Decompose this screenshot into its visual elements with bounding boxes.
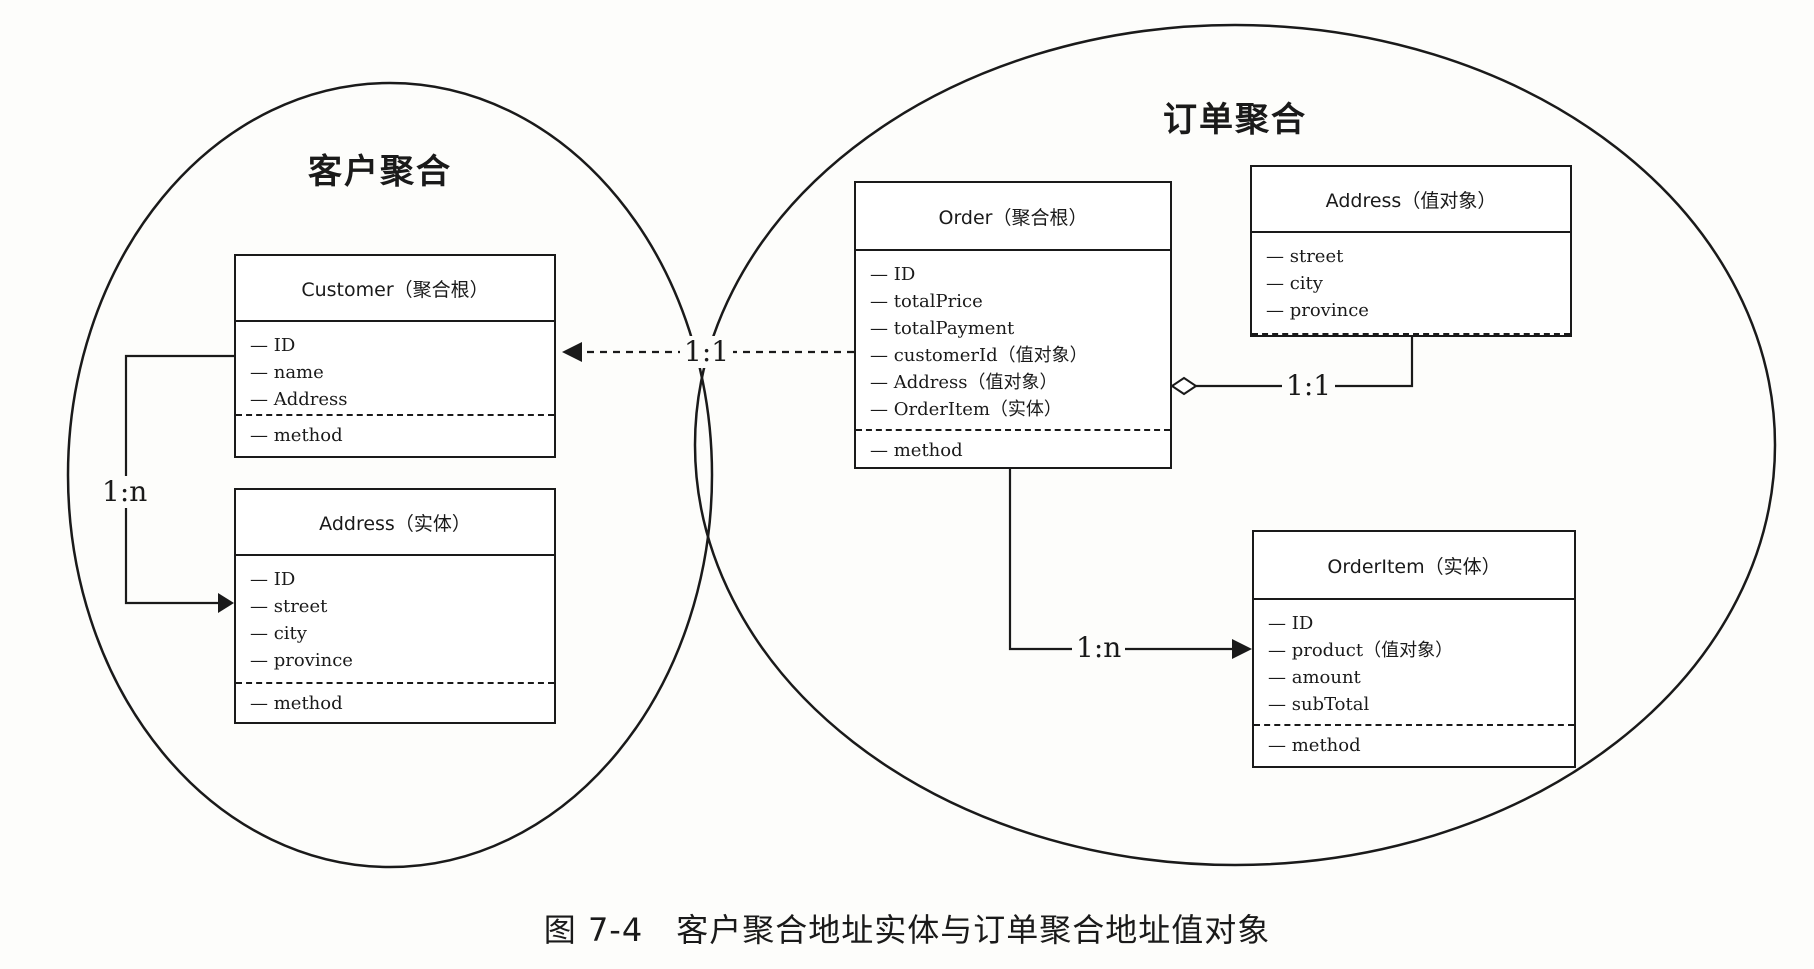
aggregation-diamond bbox=[1170, 376, 1198, 396]
order-aggregate-title: 订单聚合 bbox=[1163, 100, 1307, 140]
order-aggregate-boundary bbox=[693, 23, 1777, 867]
order-customer-multiplicity: 1:1 bbox=[680, 336, 734, 368]
order-root-attr: — totalPrice bbox=[870, 291, 983, 312]
customer-root-methods: — method bbox=[236, 416, 554, 455]
order-root-attr: — customerId（值对象） bbox=[870, 345, 1088, 366]
order-address-class[interactable]: Address（值对象） — street — city — province bbox=[1250, 165, 1572, 337]
order-root-methods: — method bbox=[856, 431, 1170, 470]
order-root-attr: — OrderItem（实体） bbox=[870, 399, 1062, 420]
order-address-attr: — street bbox=[1266, 246, 1344, 267]
customer-root-attr: — name bbox=[250, 362, 324, 383]
customer-address-attr: — ID bbox=[250, 569, 296, 590]
customer-aggregate-boundary bbox=[66, 81, 714, 869]
customer-address-class[interactable]: Address（实体） — ID — street — city — provi… bbox=[234, 488, 556, 724]
customer-root-method: — method bbox=[250, 425, 343, 446]
order-address-multiplicity: 1:1 bbox=[1282, 370, 1336, 402]
order-orderitem-connector bbox=[1008, 469, 1232, 651]
order-root-header: Order（聚合根） bbox=[856, 183, 1170, 251]
order-address-attributes: — street — city — province bbox=[1252, 233, 1570, 335]
order-root-class[interactable]: Order（聚合根） — ID — totalPrice — totalPaym… bbox=[854, 181, 1172, 469]
orderitem-method: — method bbox=[1268, 735, 1361, 756]
order-customer-arrowhead bbox=[562, 342, 582, 362]
customer-address-arrowhead bbox=[218, 593, 234, 613]
orderitem-attr: — ID bbox=[1268, 613, 1314, 634]
order-orderitem-multiplicity: 1:n bbox=[1072, 632, 1126, 664]
order-address-attr: — city bbox=[1266, 273, 1323, 294]
order-root-attr: — ID bbox=[870, 264, 916, 285]
customer-root-class[interactable]: Customer（聚合根） — ID — name — Address — me… bbox=[234, 254, 556, 458]
orderitem-attr: — subTotal bbox=[1268, 694, 1370, 715]
customer-address-attributes: — ID — street — city — province bbox=[236, 556, 554, 684]
customer-aggregate-title: 客户聚合 bbox=[308, 152, 452, 192]
figure-caption: 图 7-4 客户聚合地址实体与订单聚合地址值对象 bbox=[543, 911, 1271, 949]
order-root-attributes: — ID — totalPrice — totalPayment — custo… bbox=[856, 251, 1170, 431]
orderitem-header: OrderItem（实体） bbox=[1254, 532, 1574, 600]
customer-root-attr: — ID bbox=[250, 335, 296, 356]
order-root-attr: — totalPayment bbox=[870, 318, 1015, 339]
customer-address-header: Address（实体） bbox=[236, 490, 554, 556]
customer-address-method: — method bbox=[250, 693, 343, 714]
orderitem-attr: — product（值对象） bbox=[1268, 640, 1454, 661]
orderitem-attr: — amount bbox=[1268, 667, 1361, 688]
order-orderitem-arrowhead bbox=[1232, 639, 1252, 659]
order-root-method: — method bbox=[870, 440, 963, 461]
order-address-attr: — province bbox=[1266, 300, 1369, 321]
order-address-connector bbox=[1196, 337, 1414, 388]
customer-address-methods: — method bbox=[236, 684, 554, 723]
order-address-header: Address（值对象） bbox=[1252, 167, 1570, 233]
orderitem-methods: — method bbox=[1254, 726, 1574, 765]
customer-address-attr: — province bbox=[250, 650, 353, 671]
customer-address-attr: — street bbox=[250, 596, 328, 617]
customer-root-attributes: — ID — name — Address bbox=[236, 322, 554, 416]
order-root-attr: — Address（值对象） bbox=[870, 372, 1058, 393]
customer-root-attr: — Address bbox=[250, 389, 348, 410]
customer-root-header: Customer（聚合根） bbox=[236, 256, 554, 322]
orderitem-class[interactable]: OrderItem（实体） — ID — product（值对象） — amou… bbox=[1252, 530, 1576, 768]
customer-address-multiplicity: 1:n bbox=[98, 476, 152, 508]
customer-address-attr: — city bbox=[250, 623, 307, 644]
orderitem-attributes: — ID — product（值对象） — amount — subTotal bbox=[1254, 600, 1574, 726]
